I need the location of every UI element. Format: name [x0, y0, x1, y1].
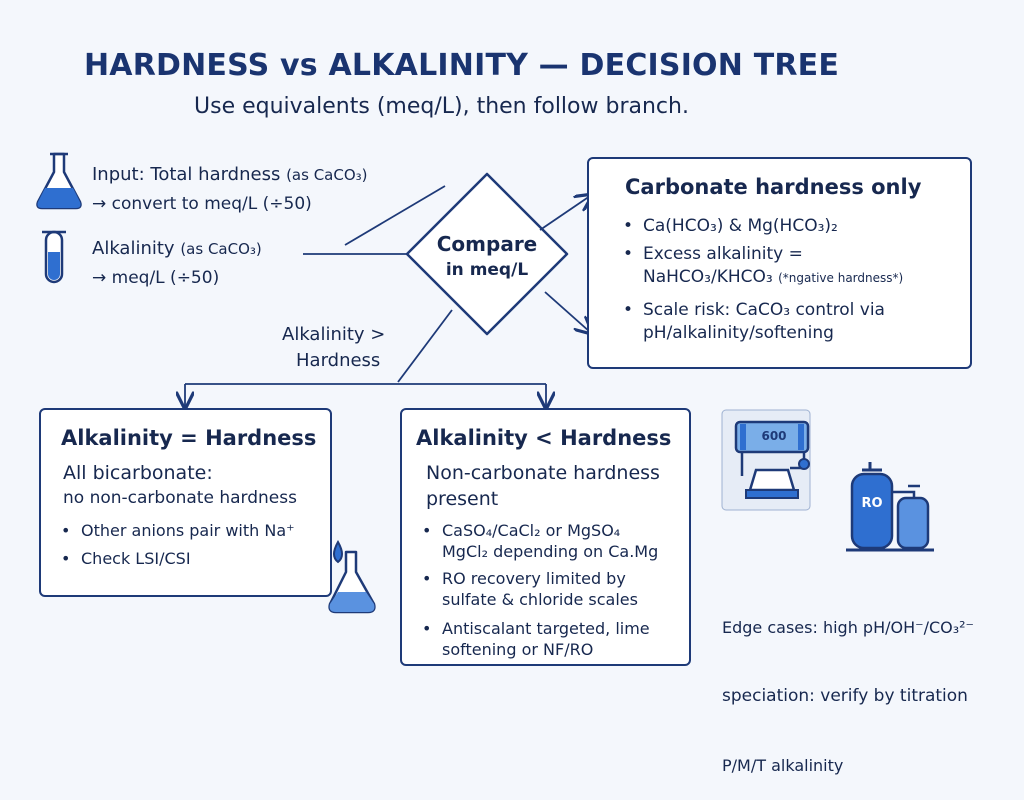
carbonate-box-title: Carbonate hardness only [625, 175, 922, 199]
less-box-sub1: Non-carbonate hardness [426, 462, 660, 484]
decision-line1: Compare [436, 232, 538, 256]
equal-bullet-1: Other anions pair with Na⁺ [61, 520, 295, 542]
carbonate-hardness-box: Carbonate hardness only Ca(HCO₃) & Mg(HC… [587, 157, 972, 369]
carbonate-bullet-2-note: (*ngative hardness*) [778, 271, 904, 285]
carbonate-bullet-2-line2: NaHCO₃/KHCO₃ [643, 267, 773, 287]
less-bullet-2: RO recovery limited by [422, 568, 626, 590]
less-bullet-1-cont: MgCl₂ depending on Ca.Mg [442, 542, 659, 561]
water-treatment-icon [721, 409, 811, 511]
alkalinity-convert-text: → meq/L (÷50) [92, 268, 220, 288]
less-hardness-box: Alkalinity < Hardness Non-carbonate hard… [400, 408, 691, 666]
arrow-to-carbonate-bottom [544, 291, 590, 332]
carbonate-bullet-3-cont: pH/alkalinity/softening [643, 323, 834, 343]
test-tube-icon [42, 230, 66, 284]
less-box-sub2: present [426, 488, 499, 510]
edge-note-line3: P/M/T alkalinity [722, 756, 844, 775]
equal-box-sub2: no non-carbonate hardness [63, 488, 297, 508]
carbonate-bullet-3: Scale risk: CaCO₃ control via [623, 299, 885, 321]
connector-diamond-down [397, 309, 453, 383]
gauge-label: 600 [761, 429, 787, 443]
less-box-title: Alkalinity < Hardness [416, 426, 672, 450]
less-bullet-3: Antiscalant targeted, lime [422, 618, 650, 640]
decision-diamond [405, 172, 569, 336]
decision-line2: in meq/L [445, 260, 529, 280]
edge-note-line1: Edge cases: high pH/OH⁻/CO₃²⁻ [722, 618, 974, 637]
ro-label: RO [861, 496, 883, 511]
less-bullet-1: CaSO₄/CaCl₂ or MgSO₄ [422, 520, 620, 542]
carbonate-bullet-2-cont: NaHCO₃/KHCO₃ (*ngative hardness*) [643, 267, 903, 287]
branch-label-line1: Alkalinity > [282, 324, 386, 345]
edge-cases-note: Edge cases: high pH/OH⁻/CO₃²⁻ speciation… [722, 570, 974, 800]
hardness-label-text: Input: Total hardness [92, 164, 281, 185]
decision-text: Compare in meq/L [420, 231, 554, 283]
equal-box-sub1: All bicarbonate: [63, 462, 213, 484]
alkalinity-label-text: Alkalinity [92, 238, 175, 259]
arrow-to-carbonate-top [539, 196, 590, 231]
hardness-unit-text: (as CaCO₃) [286, 166, 368, 184]
branch-label: Alkalinity > Hardness [282, 322, 385, 374]
branch-label-line2: Hardness [296, 350, 381, 371]
equal-bullet-2: Check LSI/CSI [61, 548, 190, 570]
alkalinity-unit-text: (as CaCO₃) [180, 240, 262, 258]
ro-tank-icon [846, 462, 934, 552]
equal-box-title: Alkalinity = Hardness [61, 426, 317, 450]
carbonate-bullet-2: Excess alkalinity = [623, 243, 803, 265]
equal-hardness-box: Alkalinity = Hardness All bicarbonate: n… [39, 408, 332, 597]
less-bullet-3-cont: softening or NF/RO [442, 640, 594, 659]
hardness-input-label: Input: Total hardness (as CaCO₃) [92, 164, 368, 185]
flask-icon [36, 152, 82, 210]
page-title: HARDNESS vs ALKALINITY — DECISION TREE [84, 48, 840, 83]
alkalinity-input-label: Alkalinity (as CaCO₃) [92, 238, 262, 259]
edge-note-line2: speciation: verify by titration [722, 686, 968, 706]
carbonate-bullet-1: Ca(HCO₃) & Mg(HCO₃)₂ [623, 215, 838, 237]
less-bullet-2-cont: sulfate & chloride scales [442, 590, 638, 609]
page-subtitle: Use equivalents (meq/L), then follow bra… [194, 94, 689, 119]
hardness-convert-text: → convert to meq/L (÷50) [92, 194, 312, 214]
connector-hardness-to-diamond [344, 185, 446, 246]
droplet-flask-icon [328, 539, 376, 614]
